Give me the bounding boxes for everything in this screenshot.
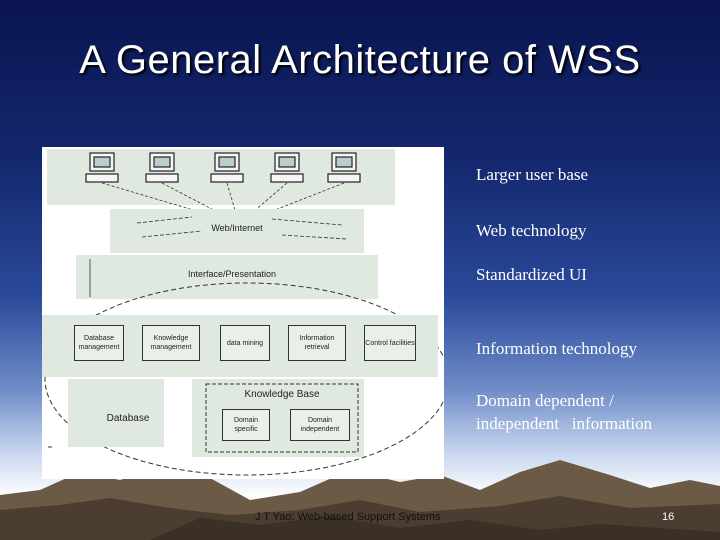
annotation-larger-user-base: Larger user base — [476, 165, 589, 184]
annotation-domain-dependent: Domain dependent / — [476, 391, 614, 410]
control-facilities-box: Control facilities — [364, 325, 416, 361]
slide-footer: J T Yao: Web-based Support Systems — [255, 511, 441, 523]
database-label: Database — [106, 413, 150, 424]
mountain-range-background — [0, 460, 720, 540]
domain-independent-box: Domain independent — [290, 409, 350, 441]
database-management-box: Database management — [74, 325, 124, 361]
domain-specific-box: Domain specific — [222, 409, 270, 441]
page-number: 16 — [662, 511, 675, 523]
knowledge-base-label: Knowledge Base — [244, 389, 320, 400]
knowledge-management-box: Knowledge management — [142, 325, 200, 361]
interface-presentation-label: Interface/Presentation — [187, 269, 277, 279]
annotation-standardized-ui: Standardized UI — [476, 265, 587, 284]
annotation-independent-information: independent information — [476, 414, 653, 433]
web-internet-label: Web/Internet — [211, 223, 263, 233]
architecture-diagram: Web/Internet Interface/Presentation Data… — [42, 147, 444, 479]
slide-title: A General Architecture of WSS — [79, 38, 641, 82]
annotation-web-technology: Web technology — [476, 221, 587, 240]
data-mining-box: data mining — [220, 325, 270, 361]
information-retrieval-box: Information retrieval — [288, 325, 346, 361]
annotation-information-technology: Information technology — [476, 339, 637, 358]
